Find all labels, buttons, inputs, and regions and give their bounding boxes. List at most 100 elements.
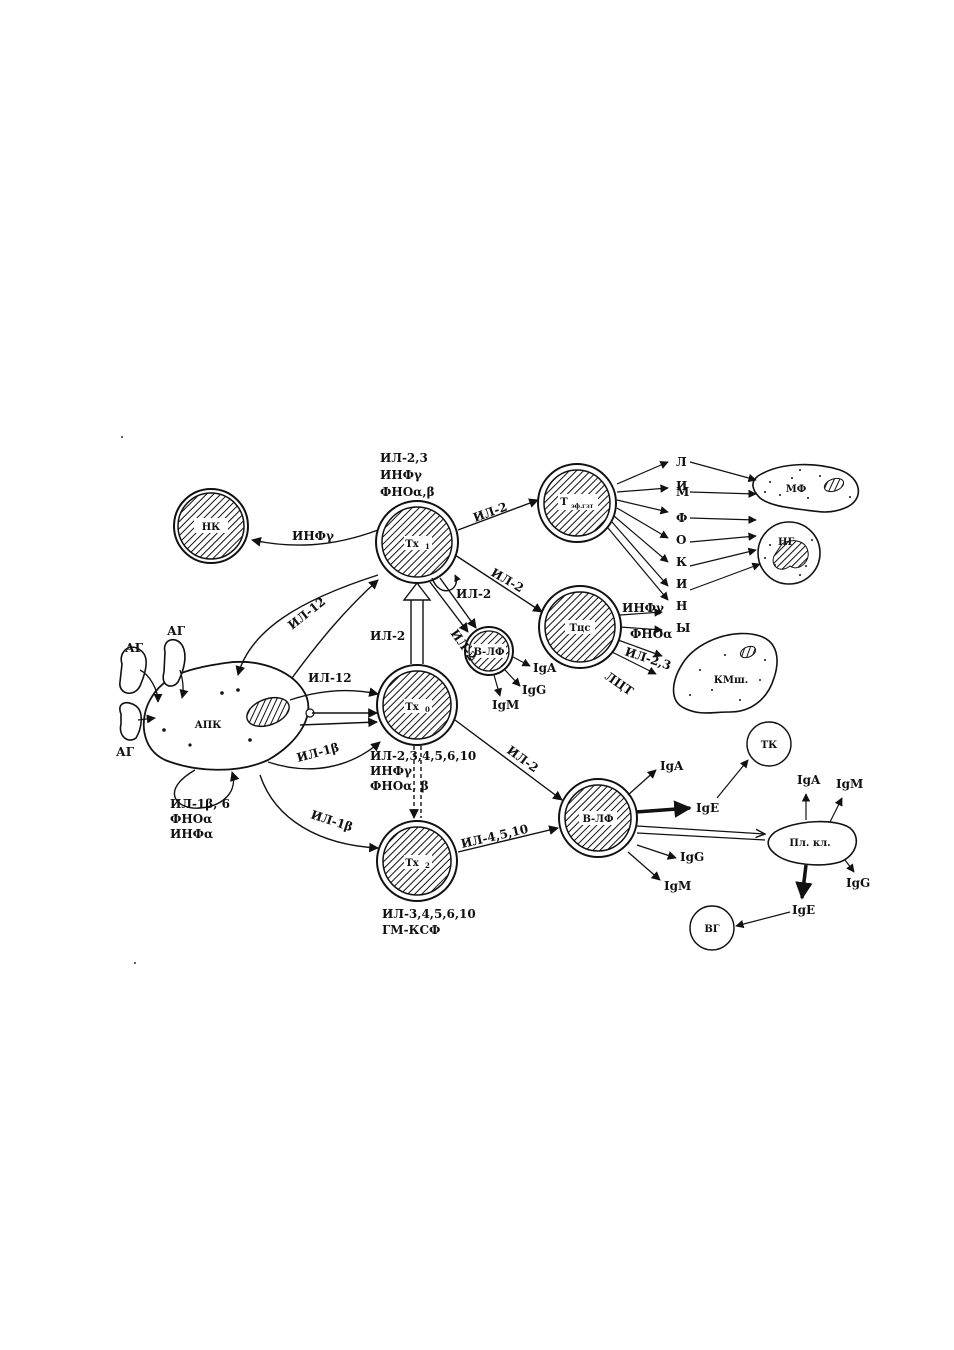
tx0-cytokine-label: ИНФγ [370,764,412,778]
il12-apc-tx0-label: ИЛ-12 [308,671,352,685]
target-cell: КМш. [672,632,778,714]
t-effector-subscript: эф.гзт [571,503,594,510]
arrow-apc-tx0-il1b [267,741,381,770]
tx0-cytokine-label: ИЛ-2,3,4,5,6,10 [370,749,476,763]
arrow-apc-tx1 [291,579,379,679]
nk-cell: НК [173,488,249,564]
arrow-tx1-bsmall-1 [439,577,477,629]
arrow-tx1-teff [457,498,539,531]
tx2-subscript: 2 [425,861,430,870]
antigen-label: АГ [125,641,144,655]
apc-label: АПК [195,720,222,731]
tx2-cytokine-label: ИЛ-3,4,5,6,10 [382,907,476,921]
lymphokine-letter: К [676,555,687,569]
t-effector-cell: Т эф.гзт [537,463,617,543]
arrow-plasma-ige-bold [795,864,813,900]
tx1-cell: Тх 1 [375,500,459,584]
il2-tx0-tx1-label: ИЛ-2 [370,629,405,643]
nk-label: НК [202,522,221,533]
tx1-subscript: 1 [425,542,430,551]
blarge-igA-label: IgA [660,759,684,773]
arrow-apc-tx2 [259,774,379,853]
macrophage-cell: МФ [752,463,860,513]
plasma-igG-label: IgG [846,876,870,890]
bsmall-igG-label: IgG [522,683,546,697]
tcs-label: Тцс [570,623,591,634]
t-effector-label: Т [560,497,568,508]
il1b-apc-tx2-label: ИЛ-1β [309,808,354,835]
tx1-cytokine-label: ИЛ-2,3 [380,451,428,465]
tx1-cytokine-label: ФНОα,β [380,485,435,499]
plasma-igE-label: IgE [792,903,815,917]
arrow-tx2-blarge [457,825,559,853]
arrow-tx0-blarge [454,719,563,801]
arrow-apc-tx0-b [299,717,378,728]
tx0-label: Тх [405,702,419,713]
lymphokine-letter: И [676,577,687,591]
arrow-apc-tx0-il12 [289,687,379,701]
il12-diagonal-label: ИЛ-12 [285,594,328,632]
bsmall-igM-label: IgM [492,698,519,712]
il2-tx1-tcs-label: ИЛ-2 [489,565,527,595]
lymphokine-letter: М [676,485,689,499]
vg-label: ВГ [704,924,719,935]
lymphokines-word: Л И М Ф О К И Н Ы [676,455,690,635]
il2-tx1-bsmall-label: ИЛ-2 [456,587,491,601]
arrows-plasma-outputs [801,793,855,873]
macrophage-label: МФ [786,484,807,495]
lymphokine-letter: Л [676,455,687,469]
arrow-tx1-tcs [454,554,543,613]
lymphokine-letter: Ы [676,621,690,635]
tx0-cell: Тх 0 [376,664,458,746]
neutrophil-cell: НГ [757,521,821,585]
arrow-tx1-bsmall-2 [429,581,469,633]
arrows-lymphokines-targets [689,461,761,591]
apc-cytokine-label: ФНОα [170,812,212,826]
inf-gamma-nk-label: ИНФγ [292,529,334,543]
tx0-subscript: 0 [425,705,430,714]
arrow-tx1-apc [235,574,379,676]
blarge-igM-label: IgM [664,879,691,893]
tcs-output-label: ЛЦТ [602,669,636,698]
arrow-tx1-nk [251,529,379,547]
antigen-label: АГ [167,624,186,638]
neutrophil-label: НГ [778,537,794,548]
arrows-tcs-outputs [611,608,663,675]
target-cell-label: КМш. [714,675,748,686]
il4510-tx2-blarge-label: ИЛ-4,5,10 [460,822,530,851]
bsmall-igA-label: IgA [533,661,557,675]
speck [134,962,136,964]
arrow-tx0-tx1-hollow [402,581,432,664]
lymphokine-letter: О [676,533,686,547]
lymphokine-letter: Ф [676,511,687,525]
lymphokine-letter: Н [676,599,687,613]
plasma-igA-label: IgA [797,773,821,787]
tx0-cytokine-label: ФНОα, β [370,779,429,793]
b-lymphocyte-large: В-ЛФ [558,778,638,858]
arrows-ige-targets [716,759,791,929]
tx1-label: Тх [405,539,419,550]
plasma-cell-label: Пл. кл. [789,838,830,849]
arrow-blarge-ige-bold [635,800,692,818]
b-lymphocyte-small-label: В-ЛФ [474,647,505,658]
blarge-igE-label: IgE [696,801,719,815]
apc-cell: АПК [142,661,315,809]
tcs-output-label: ИНФγ [622,601,664,615]
arrows-bsmall-outputs [493,656,531,697]
tx1-cytokine-label: ИНФγ [380,468,422,482]
plasma-igM-label: IgM [836,777,863,791]
b-lymphocyte-small: В-ЛФ [464,626,514,676]
antigen-shapes: АГ АГ АГ [116,624,189,759]
tk-cell: ТК [746,721,792,767]
tx2-cytokine-label: ГМ-КСФ [382,923,440,937]
apc-cytokine-label: ИНФα [170,827,213,841]
tk-label: ТК [761,740,778,751]
lymphokine-letter: И [676,479,687,493]
tx2-cell: Тх 2 [376,820,458,902]
plasma-cell: Пл. кл. [767,820,858,866]
blarge-igG-label: IgG [680,850,704,864]
tcs-output-label: ИЛ-2,3 [623,645,673,673]
arrows-teff-lymphokines [607,461,669,601]
vg-cell: ВГ [689,905,735,951]
